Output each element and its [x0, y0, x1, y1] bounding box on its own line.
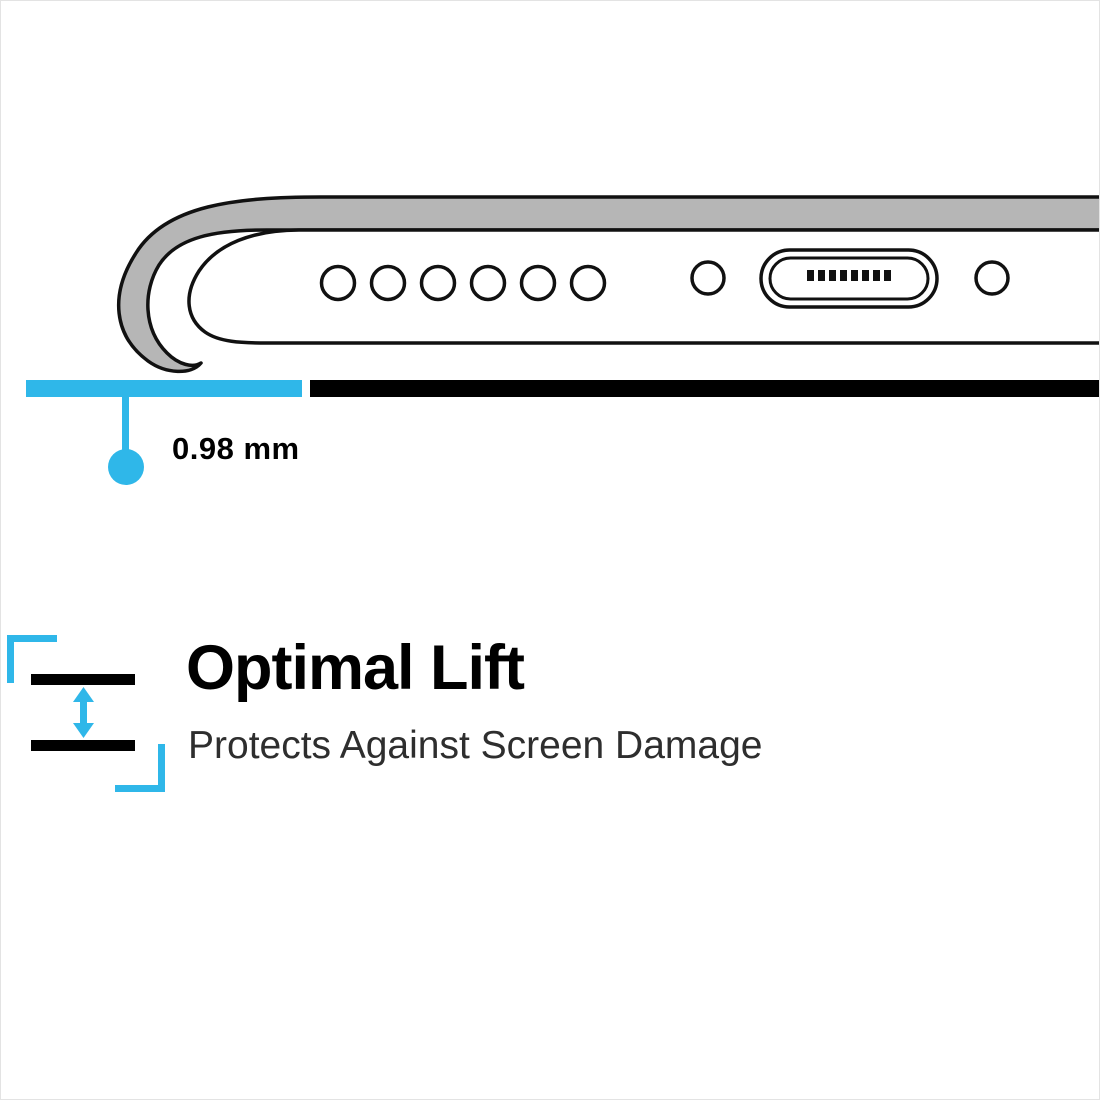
- lift-gap-bar: [26, 380, 302, 397]
- case-bumper: [116, 195, 1099, 374]
- speaker-hole: [369, 264, 407, 302]
- charging-port: [759, 248, 939, 309]
- speaker-hole: [469, 264, 507, 302]
- feature-block: Optimal Lift Protects Against Screen Dam…: [1, 627, 1099, 807]
- charging-port-inner: [768, 256, 930, 301]
- feature-title: Optimal Lift: [186, 633, 525, 703]
- phone-bottom-illustration: [116, 195, 1099, 374]
- speaker-holes: [319, 264, 607, 302]
- icon-top-bar: [31, 674, 135, 685]
- speaker-hole: [419, 264, 457, 302]
- speaker-hole: [569, 264, 607, 302]
- bracket-top-left: [7, 635, 57, 683]
- surface-bar: [310, 380, 1099, 397]
- lift-height-icon: [7, 635, 165, 792]
- measurement-value: 0.98 mm: [172, 431, 300, 466]
- charging-port-pins: [807, 270, 891, 281]
- vertical-arrow-icon: [73, 687, 94, 738]
- speaker-hole: [519, 264, 557, 302]
- speaker-hole: [319, 264, 357, 302]
- feature-subtitle: Protects Against Screen Damage: [188, 724, 763, 767]
- measurement-line: [122, 397, 129, 451]
- screw-hole-right: [974, 260, 1010, 296]
- measurement-dot: [108, 449, 144, 485]
- charging-port-outer: [759, 248, 939, 309]
- icon-bottom-bar: [31, 740, 135, 751]
- bracket-bottom-right: [115, 744, 165, 792]
- screw-hole-left: [690, 260, 726, 296]
